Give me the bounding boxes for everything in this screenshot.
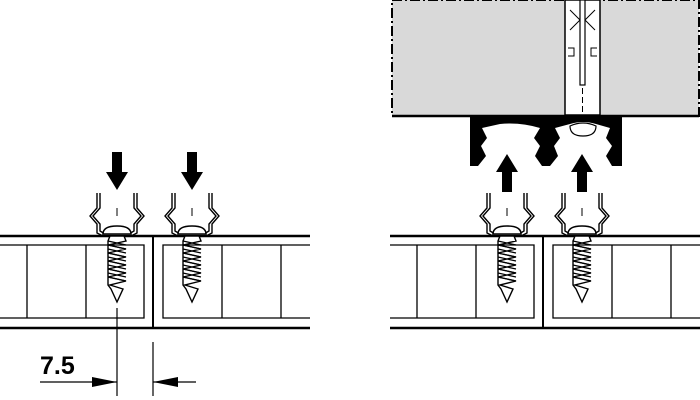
arrow-down-icon (106, 152, 128, 190)
left-panels (0, 234, 312, 330)
screw-clip-left-1 (89, 192, 145, 303)
mounting-profile (470, 116, 622, 166)
right-panels (388, 234, 700, 330)
arrow-down-icon (181, 152, 203, 190)
screw-clip-right-1 (479, 192, 535, 303)
cabinet-block (391, 0, 700, 118)
dimension-lines (40, 308, 196, 396)
screw-clip-right-2 (554, 192, 610, 303)
dimension-label: 7.5 (40, 352, 75, 380)
screw-clip-left-2 (164, 192, 220, 303)
arrow-up-icon (571, 154, 593, 192)
arrow-up-icon (496, 154, 518, 192)
